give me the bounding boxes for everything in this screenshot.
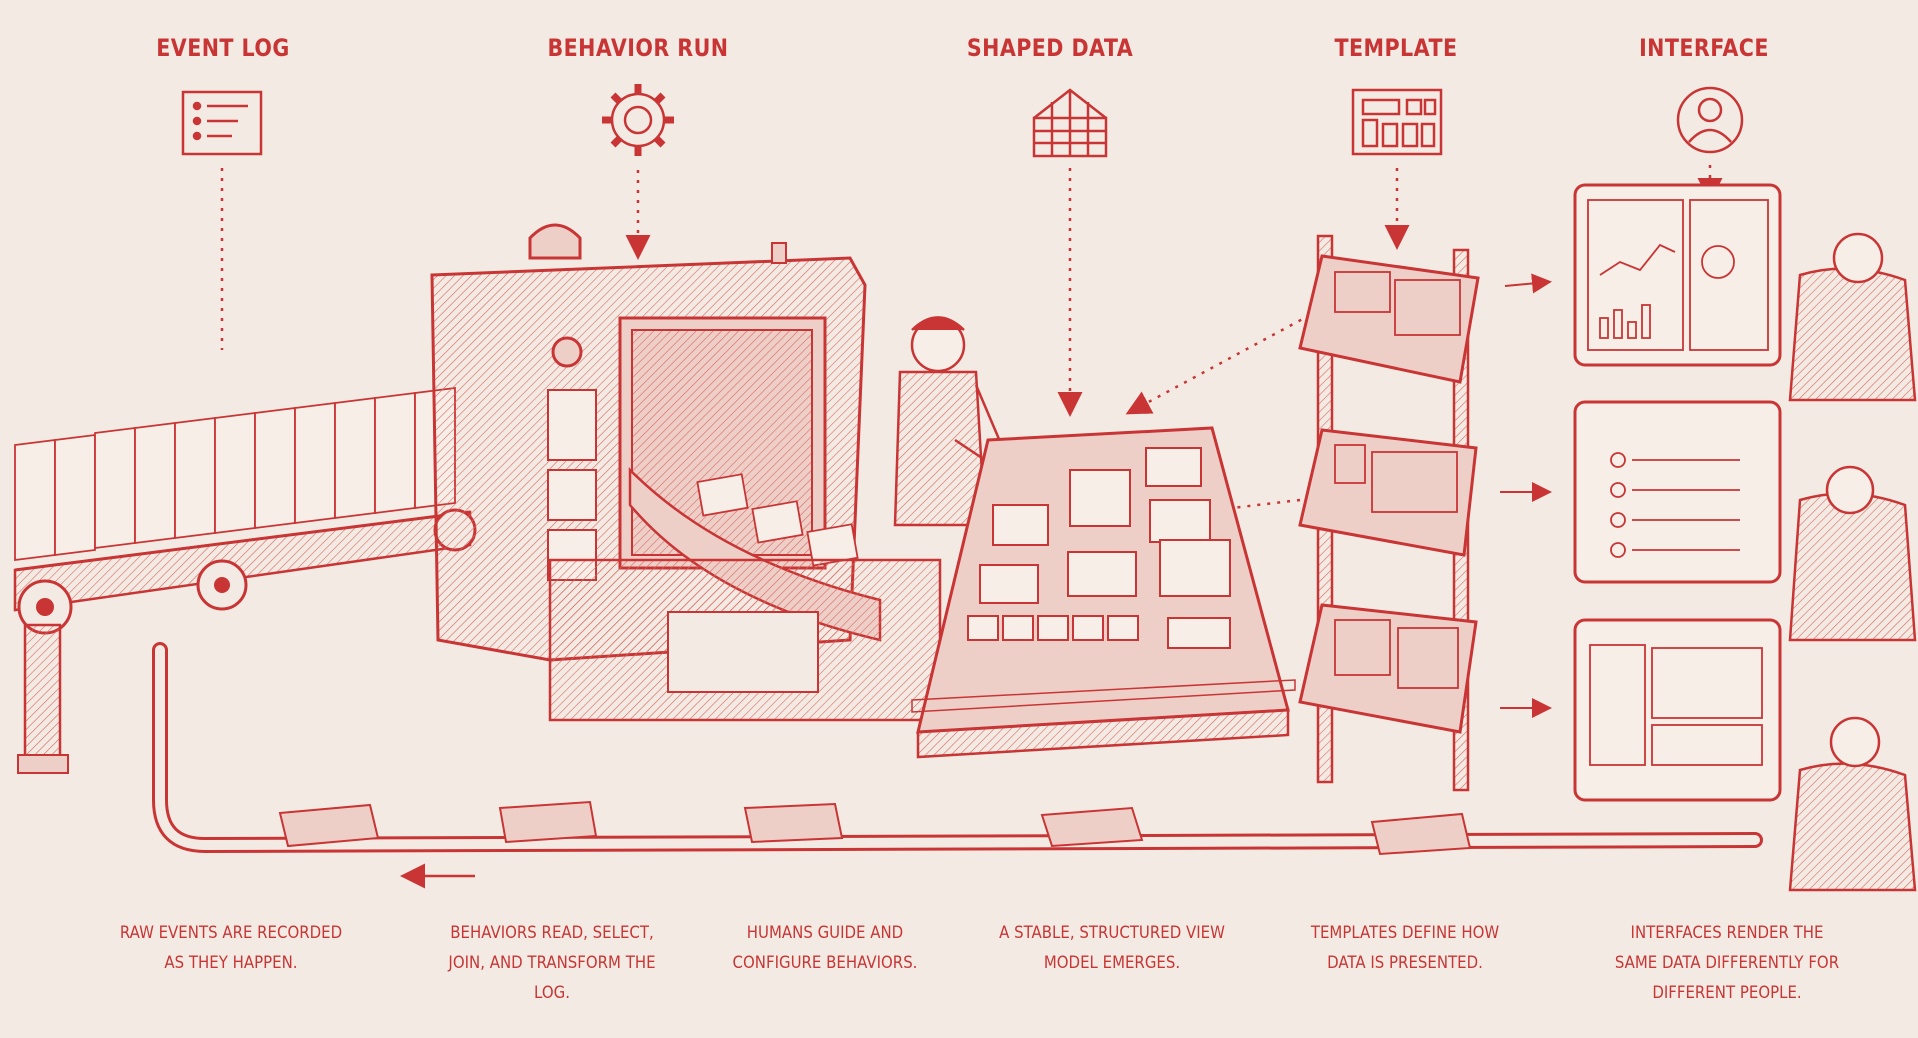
caption-interface: INTERFACES RENDER THE SAME DATA DIFFEREN… bbox=[1614, 923, 1840, 1003]
event-conveyor bbox=[13, 386, 477, 774]
user-icon bbox=[1676, 86, 1744, 154]
stage-title-interface: INTERFACE bbox=[1639, 34, 1769, 62]
caption-humans: HUMANS GUIDE AND CONFIGURE BEHAVIORS. bbox=[732, 923, 918, 973]
behavior-machine bbox=[430, 223, 942, 722]
caption-shaped-data: A STABLE, STRUCTURED VIEW MODEL EMERGES. bbox=[999, 923, 1225, 973]
stage-title-shaped-data: SHAPED DATA bbox=[966, 34, 1134, 62]
dotted-connectors bbox=[220, 165, 1723, 512]
template-rack bbox=[1298, 234, 1552, 792]
operator-figure bbox=[893, 316, 1012, 527]
return-pipe bbox=[152, 642, 1763, 889]
shaped-data-table bbox=[911, 426, 1296, 759]
stage-title-behavior-run: BEHAVIOR RUN bbox=[547, 34, 729, 62]
caption-template: TEMPLATES DEFINE HOW DATA IS PRESENTED. bbox=[1310, 923, 1500, 973]
caption-behavior-run: BEHAVIORS READ, SELECT, JOIN, AND TRANSF… bbox=[448, 923, 656, 1003]
event-log-icon bbox=[181, 90, 263, 156]
grid-icon bbox=[1032, 88, 1108, 158]
stage-title-event-log: EVENT LOG bbox=[156, 34, 290, 62]
interface-screens bbox=[1573, 183, 1917, 892]
stage-title-template: TEMPLATE bbox=[1334, 34, 1458, 62]
template-icon bbox=[1351, 88, 1443, 156]
caption-event-log: RAW EVENTS ARE RECORDED AS THEY HAPPEN. bbox=[119, 923, 343, 973]
gear-icon bbox=[602, 84, 674, 156]
